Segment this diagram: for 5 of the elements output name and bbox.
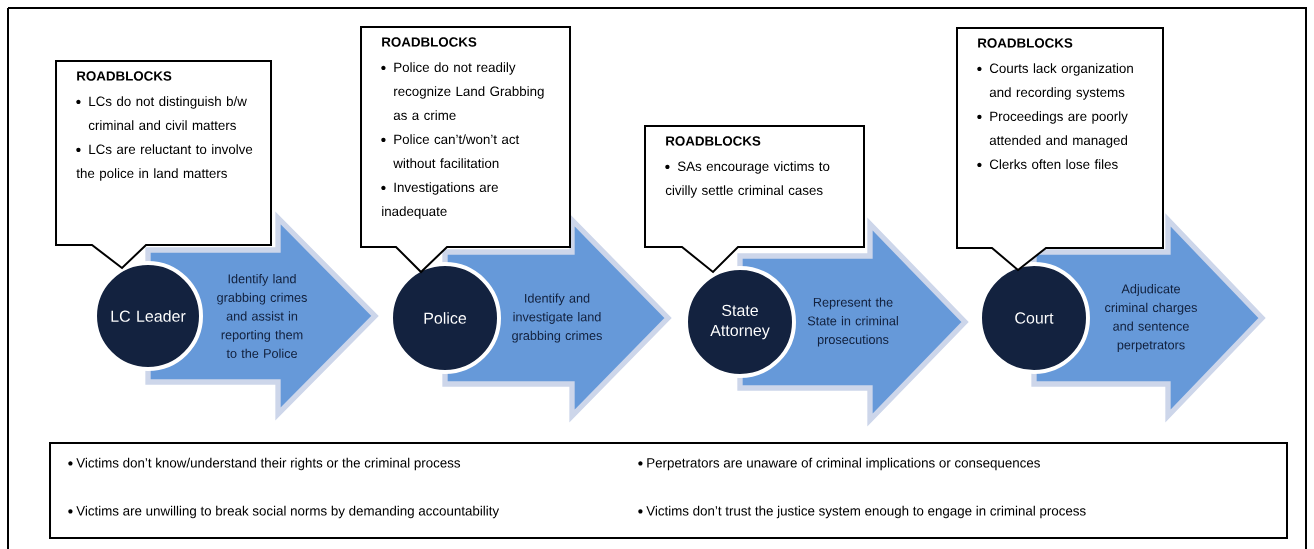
callout-box: ROADBLOCKS Police do not readily recognize Land Grabbing as a crime Police can’t/won’t act without facilitation Investigations are inadequate bbox=[360, 26, 571, 274]
callout-box: ROADBLOCKS Courts lack organization and recording systems Proceedings are poorly attended and managed Clerks often lose files bbox=[956, 27, 1164, 272]
note-box: Victims don’t know/understand their rights or the criminal process Perpetrators are unaware of criminal implications or consequences Victims are unwilling to break social norms by demanding accountability Victims don’t trust the justice system enough to engage in criminal process bbox=[49, 442, 1288, 539]
callout-box: ROADBLOCKS SAs encourage victims to civilly settle criminal cases bbox=[644, 125, 865, 274]
callout-box: ROADBLOCKS LCs do not distinguish b/w criminal and civil matters LCs are reluctant to involve the police in land matters bbox=[55, 60, 272, 270]
